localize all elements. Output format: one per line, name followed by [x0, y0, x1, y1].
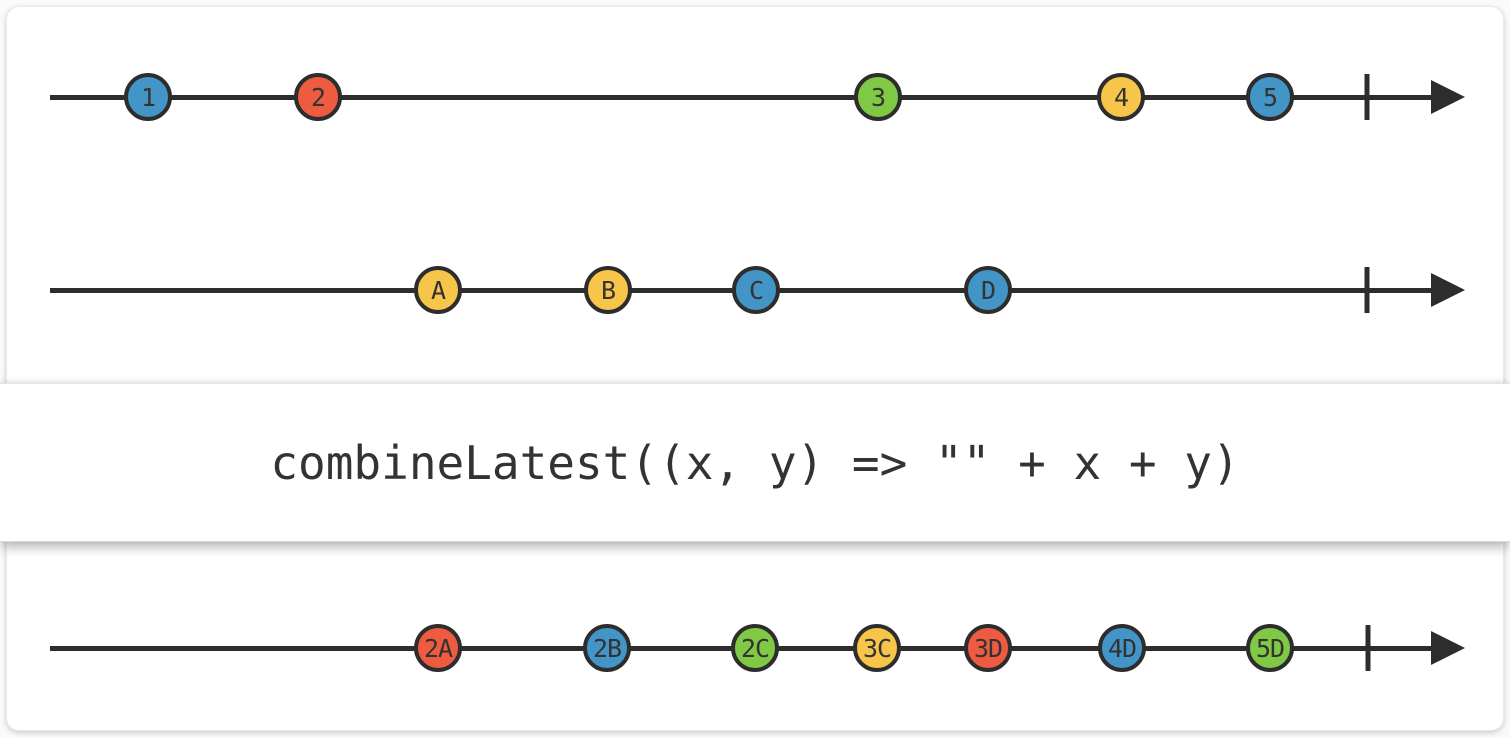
marble-2A: 2A — [414, 624, 462, 672]
completion-tick — [1365, 625, 1371, 671]
marble-3[interactable]: 3 — [854, 73, 902, 121]
operator-box: combineLatest((x, y) => "" + x + y) — [0, 383, 1510, 542]
marble-2B: 2B — [583, 624, 631, 672]
arrowhead-icon — [1431, 79, 1465, 114]
marble-1[interactable]: 1 — [124, 73, 172, 121]
marble-5[interactable]: 5 — [1246, 73, 1294, 121]
marble-4[interactable]: 4 — [1097, 73, 1145, 121]
marble-D[interactable]: D — [964, 266, 1012, 314]
arrowhead-icon — [1431, 272, 1465, 307]
timeline-line — [50, 94, 1433, 100]
operator-label: combineLatest((x, y) => "" + x + y) — [270, 435, 1240, 490]
completion-tick — [1364, 74, 1370, 120]
marble-C[interactable]: C — [732, 266, 780, 314]
marble-B[interactable]: B — [584, 266, 632, 314]
marble-4D: 4D — [1098, 624, 1146, 672]
diagram-panel — [6, 6, 1504, 731]
arrowhead-icon — [1431, 630, 1465, 665]
marble-2[interactable]: 2 — [294, 73, 342, 121]
marble-3C: 3C — [853, 624, 901, 672]
marble-2C: 2C — [731, 624, 779, 672]
marble-A[interactable]: A — [414, 266, 462, 314]
marble-5D: 5D — [1246, 624, 1294, 672]
marble-3D: 3D — [964, 624, 1012, 672]
completion-tick — [1364, 267, 1370, 313]
